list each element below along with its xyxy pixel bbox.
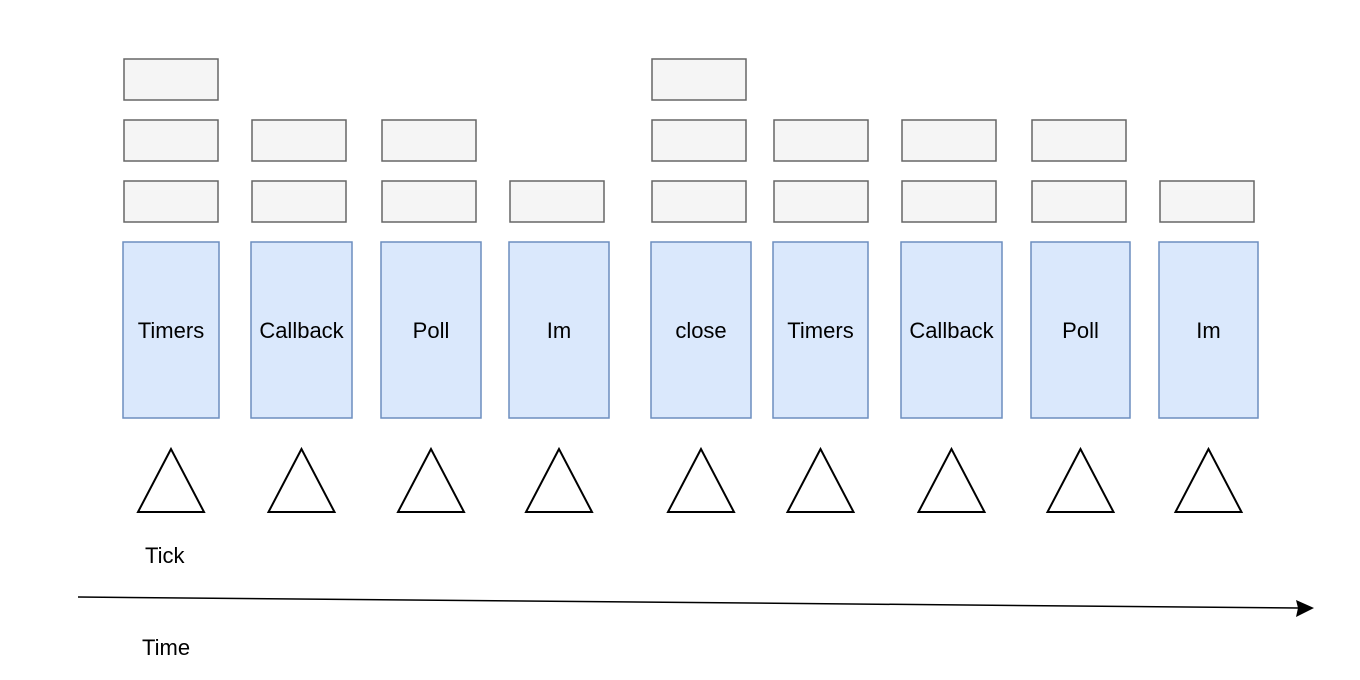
- queue-item: [509, 180, 605, 223]
- triangle-icon: [916, 446, 987, 513]
- phase-label: Poll: [1062, 318, 1099, 343]
- queue-item: [381, 180, 477, 223]
- queue-item: [1031, 119, 1127, 162]
- queue-item: [1159, 180, 1255, 223]
- triangle-icon: [396, 446, 466, 513]
- phase-box: Timers: [122, 241, 220, 419]
- phase-rect: [250, 241, 353, 419]
- phase-rect: [122, 241, 220, 419]
- triangle-icon: [524, 446, 594, 513]
- phase-box: Timers: [772, 241, 869, 419]
- triangle-icon: [136, 446, 206, 513]
- queue-stacks: [123, 58, 1255, 223]
- phase-box: Im: [1158, 241, 1259, 419]
- queue-item: [123, 119, 219, 162]
- phase-rect: [900, 241, 1003, 419]
- queue-item: [773, 119, 869, 162]
- phase-box: close: [650, 241, 752, 419]
- queue-item: [381, 119, 477, 162]
- time-axis-line: [77, 596, 1299, 609]
- triangle-icon: [785, 446, 856, 513]
- phase-box: Callback: [900, 241, 1003, 419]
- phase-rect: [650, 241, 752, 419]
- queue-item: [251, 180, 347, 223]
- phase-box: Callback: [250, 241, 353, 419]
- queue-item: [1031, 180, 1127, 223]
- phase-label: Im: [1196, 318, 1220, 343]
- phase-rect: [1158, 241, 1259, 419]
- queue-item: [773, 180, 869, 223]
- triangle-icon: [1173, 446, 1244, 513]
- phase-label: Timers: [787, 318, 853, 343]
- phase-box: Im: [508, 241, 610, 419]
- phase-rect: [1030, 241, 1131, 419]
- queue-item: [651, 119, 747, 162]
- queue-item: [251, 119, 347, 162]
- queue-item: [651, 58, 747, 101]
- tick-label: Tick: [145, 543, 186, 568]
- phase-label: Im: [547, 318, 571, 343]
- queue-item: [123, 58, 219, 101]
- arrow-right-icon: [1296, 600, 1314, 617]
- phase-label: Callback: [259, 318, 344, 343]
- phase-rect: [772, 241, 869, 419]
- triangle-icon: [666, 446, 736, 513]
- phase-label: Timers: [138, 318, 204, 343]
- queue-item: [901, 119, 997, 162]
- triangle-icon: [266, 446, 337, 513]
- phase-box: Poll: [380, 241, 482, 419]
- time-label: Time: [142, 635, 190, 660]
- phase-box: Poll: [1030, 241, 1131, 419]
- phase-label: Callback: [909, 318, 994, 343]
- phase-label: Poll: [413, 318, 450, 343]
- phase-rect: [508, 241, 610, 419]
- queue-item: [651, 180, 747, 223]
- tick-markers: [136, 446, 1244, 513]
- phase-row: Timers Callback Poll Im close Timers Callback P…: [122, 241, 1259, 419]
- time-axis: [77, 596, 1314, 617]
- queue-item: [901, 180, 997, 223]
- queue-item: [123, 180, 219, 223]
- phase-label: close: [675, 318, 726, 343]
- phase-rect: [380, 241, 482, 419]
- triangle-icon: [1045, 446, 1116, 513]
